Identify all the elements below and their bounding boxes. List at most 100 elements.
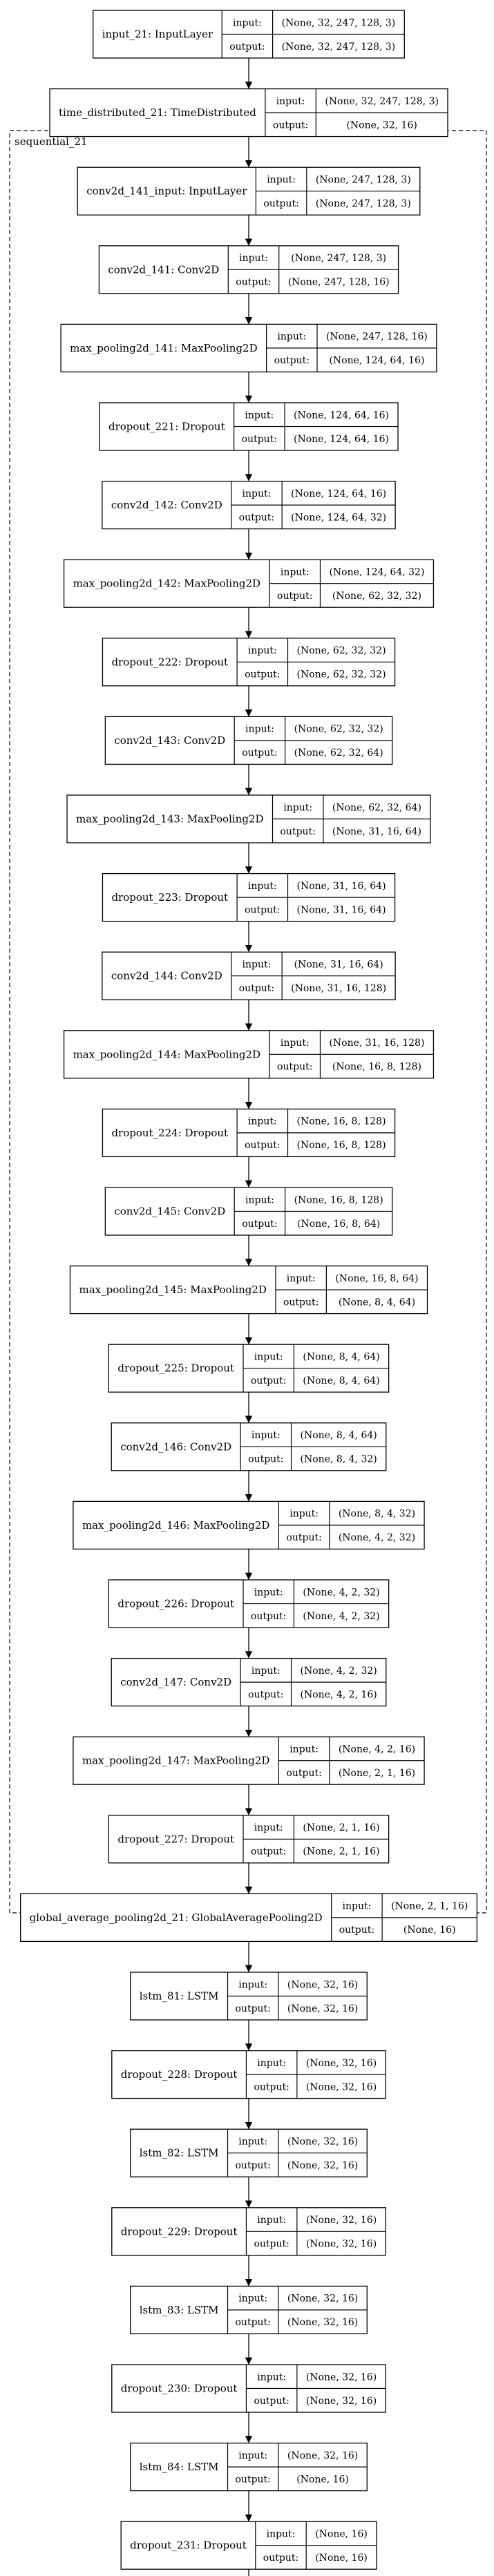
output-port-label: output: — [251, 1611, 286, 1622]
layer-name: max_pooling2d_143: MaxPooling2D — [76, 813, 263, 826]
input-port-label: input: — [257, 2058, 286, 2069]
input-port-label: input: — [245, 1194, 274, 1205]
output-shape: (None, 247, 128, 16) — [288, 277, 390, 288]
output-port-label: output: — [239, 983, 274, 994]
layer-node: time_distributed_21: TimeDistributedinpu… — [49, 88, 448, 137]
input-port-label: input: — [281, 566, 310, 578]
output-port-label: output: — [286, 1532, 321, 1543]
input-port-label: input: — [267, 2528, 296, 2539]
output-port-label: output: — [283, 1297, 319, 1308]
layer-node: dropout_224: Dropoutinput:output:(None, … — [102, 1108, 396, 1158]
layer-name: conv2d_147: Conv2D — [120, 1676, 231, 1688]
input-shape: (None, 32, 16) — [306, 2215, 377, 2226]
input-port-label: input: — [276, 96, 305, 107]
output-shape: (None, 31, 16, 64) — [296, 904, 386, 915]
input-port-label: input: — [238, 1979, 267, 1990]
input-shape: (None, 62, 32, 64) — [332, 802, 421, 813]
layer-name: lstm_83: LSTM — [140, 2304, 219, 2316]
layer-name: dropout_225: Dropout — [117, 1362, 234, 1375]
layer-node: max_pooling2d_146: MaxPooling2Dinput:out… — [73, 1500, 425, 1550]
output-port-label: output: — [236, 2003, 271, 2014]
input-port-label: input: — [248, 645, 277, 656]
input-port-label: input: — [257, 2372, 286, 2383]
layer-node: dropout_230: Dropoutinput:output:(None, … — [111, 2364, 386, 2413]
layer-node: max_pooling2d_141: MaxPooling2Dinput:out… — [60, 323, 437, 373]
layer-name: global_average_pooling2d_21: GlobalAvera… — [30, 1911, 323, 1924]
layer-node: max_pooling2d_144: MaxPooling2Dinput:out… — [63, 1030, 435, 1079]
output-port-label: output: — [263, 2553, 298, 2564]
output-shape: (None, 31, 16, 128) — [291, 983, 386, 994]
layer-name: max_pooling2d_145: MaxPooling2D — [79, 1284, 266, 1296]
output-shape: (None, 4, 2, 16) — [301, 1689, 377, 1700]
input-port-label: input: — [245, 724, 274, 735]
output-port-label: output: — [248, 1689, 283, 1700]
output-shape: (None, 32, 16) — [306, 2396, 377, 2407]
input-shape: (None, 124, 64, 32) — [329, 566, 424, 578]
layer-node: max_pooling2d_143: MaxPooling2D input: out… — [66, 794, 431, 843]
output-shape: (None, 32, 16) — [287, 2317, 358, 2328]
input-shape: (None, 2, 1, 16) — [391, 1901, 468, 1912]
layer-name: conv2d_141_input: InputLayer — [86, 185, 247, 198]
output-shape: (None, 4, 2, 32) — [339, 1532, 415, 1543]
layer-name: lstm_82: LSTM — [140, 2147, 219, 2159]
input-port-label: input: — [248, 881, 277, 892]
layer-name: max_pooling2d_142: MaxPooling2D — [73, 578, 260, 590]
input-shape: (None, 8, 4, 32) — [339, 1509, 415, 1520]
layer-node: dropout_231: Dropoutinput:output:(None, … — [120, 2521, 377, 2570]
output-shape: (None, 31, 16, 64) — [332, 826, 421, 837]
layer-node: dropout_222: Dropoutinput:output:(None, … — [102, 638, 396, 687]
output-shape: (None, 247, 128, 3) — [316, 198, 411, 209]
output-port-label: output: — [339, 1925, 374, 1936]
output-shape: (None, 32, 16) — [306, 2239, 377, 2250]
input-port-label: input: — [283, 802, 312, 813]
input-port-label: input: — [267, 174, 296, 185]
layer-name: dropout_222: Dropout — [111, 656, 228, 668]
output-shape: (None, 2, 1, 16) — [339, 1768, 415, 1779]
input-shape: (None, 124, 64, 16) — [294, 410, 389, 421]
input-port-label: input: — [281, 1038, 310, 1049]
input-shape: (None, 32, 16) — [287, 2293, 358, 2305]
input-shape: (None, 16) — [315, 2528, 368, 2539]
output-port-label: output: — [251, 1847, 286, 1858]
layer-name: conv2d_141: Conv2D — [108, 263, 219, 276]
output-shape: (None, 124, 64, 16) — [294, 434, 389, 445]
input-port-label: input: — [239, 253, 268, 264]
output-port-label: output: — [277, 1062, 312, 1073]
layer-name: dropout_224: Dropout — [111, 1127, 228, 1139]
input-port-label: input: — [287, 1273, 316, 1284]
layer-name: dropout_223: Dropout — [111, 891, 228, 904]
input-shape: (None, 2, 1, 16) — [303, 1822, 379, 1833]
input-shape: (None, 8, 4, 64) — [301, 1430, 377, 1441]
output-port-label: output: — [263, 198, 298, 209]
layer-node: global_average_pooling2d_21: GlobalAvera… — [20, 1893, 477, 1943]
output-shape: (None, 8, 4, 32) — [301, 1454, 377, 1465]
input-shape: (None, 247, 128, 3) — [316, 174, 411, 185]
input-shape: (None, 31, 16, 64) — [294, 959, 383, 970]
layer-name: lstm_84: LSTM — [140, 2461, 219, 2473]
layer-node: dropout_227: Dropoutinput:output:(None, … — [108, 1815, 390, 1864]
output-port-label: output: — [229, 41, 265, 53]
input-port-label: input: — [254, 1587, 283, 1598]
output-port-label: output: — [254, 2239, 289, 2250]
input-port-label: input: — [238, 2136, 267, 2147]
output-shape: (None, 16, 8, 64) — [297, 1219, 380, 1230]
input-port-label: input: — [251, 1430, 281, 1441]
input-port-label: input: — [245, 410, 274, 421]
output-port-label: output: — [236, 2317, 271, 2328]
output-shape: (None, 16) — [315, 2553, 368, 2564]
layer-name: dropout_221: Dropout — [108, 421, 225, 433]
layer-name: conv2d_142: Conv2D — [111, 499, 222, 511]
input-shape: (None, 32, 247, 128, 3) — [282, 17, 396, 28]
layer-node: conv2d_141_input: InputLayer input: output… — [77, 166, 421, 216]
input-shape: (None, 32, 16) — [306, 2058, 377, 2069]
layer-name: max_pooling2d_147: MaxPooling2D — [82, 1755, 269, 1767]
output-port-label: output: — [281, 826, 316, 837]
layer-name: dropout_229: Dropout — [121, 2225, 238, 2238]
